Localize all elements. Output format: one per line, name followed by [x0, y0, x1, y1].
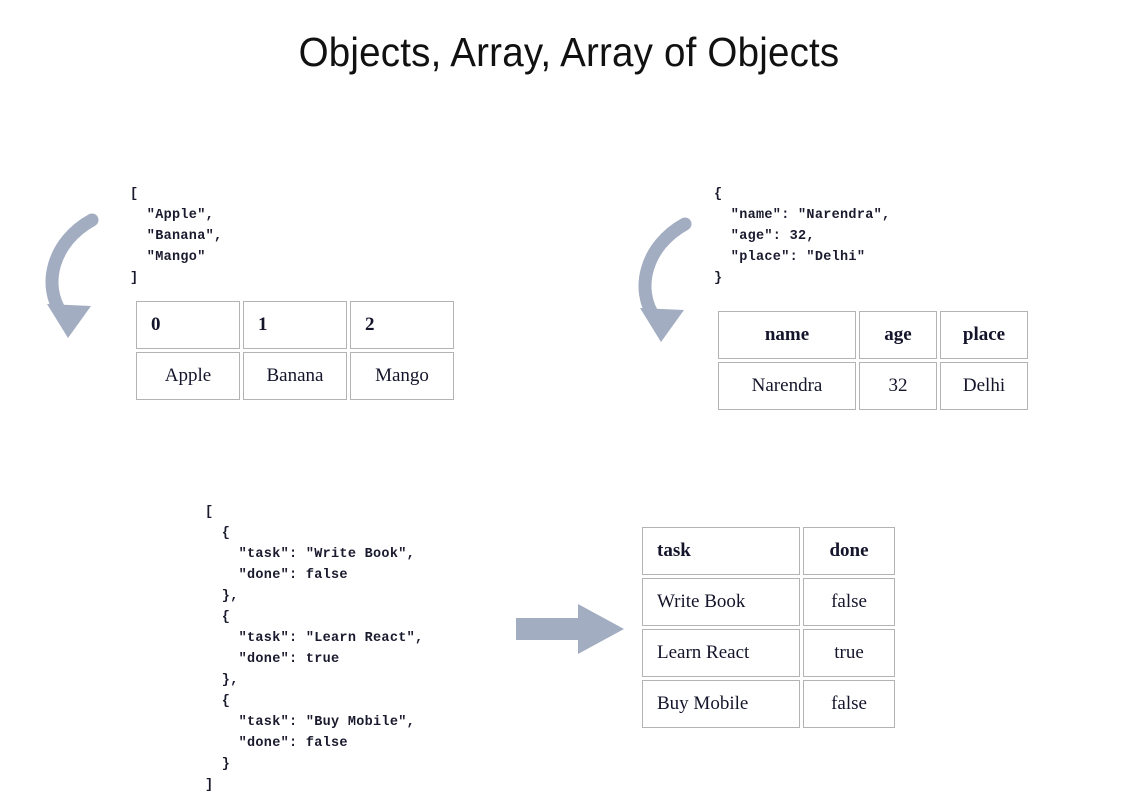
object-code-block: { "name": "Narendra", "age": 32, "place"… — [714, 186, 891, 286]
table-header-cell: age — [859, 311, 937, 359]
table-cell: Write Book — [642, 578, 800, 626]
table-row: Apple Banana Mango — [136, 352, 454, 400]
table-row: 0 1 2 — [136, 301, 454, 349]
table-header-cell: done — [803, 527, 895, 575]
table-cell: 32 — [859, 362, 937, 410]
table-cell: true — [803, 629, 895, 677]
table-cell: Banana — [243, 352, 347, 400]
table-row: task done — [642, 527, 895, 575]
curved-arrow-down-right-icon — [638, 217, 692, 342]
object-key-value-table: name age place Narendra 32 Delhi — [715, 308, 1031, 413]
table-row: Narendra 32 Delhi — [718, 362, 1028, 410]
table-row: Buy Mobile false — [642, 680, 895, 728]
table-header-cell: task — [642, 527, 800, 575]
table-header-cell: place — [940, 311, 1028, 359]
table-cell: false — [803, 578, 895, 626]
straight-arrow-right-icon — [516, 604, 624, 654]
table-cell: Apple — [136, 352, 240, 400]
curved-arrow-down-right-icon — [45, 213, 99, 338]
table-row: name age place — [718, 311, 1028, 359]
table-header-cell: name — [718, 311, 856, 359]
array-index-table: 0 1 2 Apple Banana Mango — [133, 298, 457, 403]
table-cell: Learn React — [642, 629, 800, 677]
table-header-cell: 2 — [350, 301, 454, 349]
array-code-block: [ "Apple", "Banana", "Mango" ] — [130, 186, 223, 286]
table-header-cell: 1 — [243, 301, 347, 349]
tasks-table: task done Write Book false Learn React t… — [639, 524, 898, 731]
page-title: Objects, Array, Array of Objects — [298, 29, 840, 75]
table-row: Learn React true — [642, 629, 895, 677]
table-cell: Narendra — [718, 362, 856, 410]
array-of-objects-code-block: [ { "task": "Write Book", "done": false … — [205, 504, 424, 793]
table-cell: Delhi — [940, 362, 1028, 410]
table-cell: false — [803, 680, 895, 728]
table-cell: Buy Mobile — [642, 680, 800, 728]
table-row: Write Book false — [642, 578, 895, 626]
table-cell: Mango — [350, 352, 454, 400]
table-header-cell: 0 — [136, 301, 240, 349]
